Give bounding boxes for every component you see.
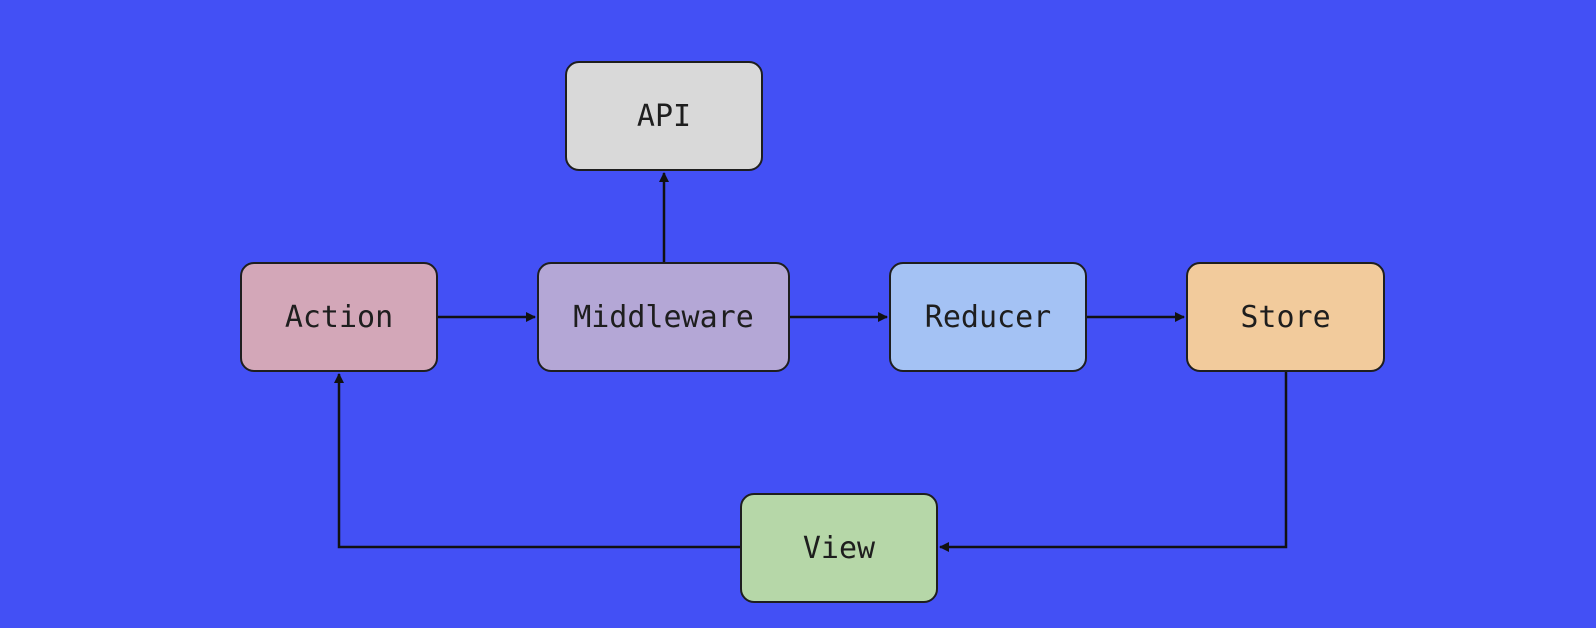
middleware-node: Middleware xyxy=(537,262,790,372)
action-node: Action xyxy=(240,262,438,372)
reducer-node: Reducer xyxy=(889,262,1087,372)
api-node: API xyxy=(565,61,763,171)
edge-store-to-view xyxy=(939,372,1288,552)
view-node: View xyxy=(740,493,938,603)
store-node: Store xyxy=(1186,262,1385,372)
edge-view-to-action xyxy=(334,373,740,549)
